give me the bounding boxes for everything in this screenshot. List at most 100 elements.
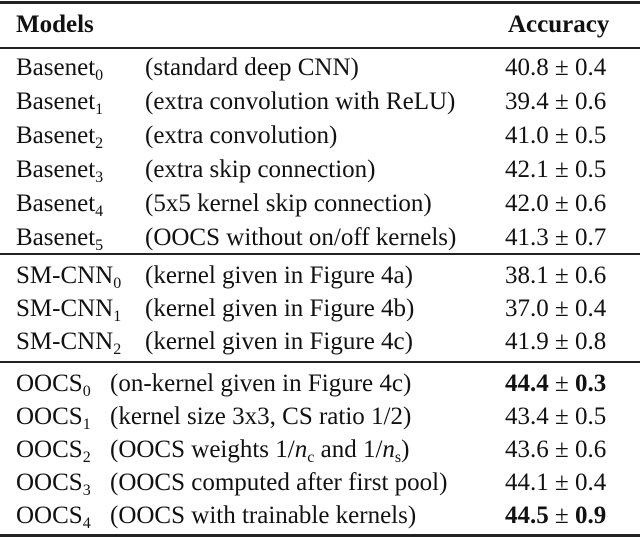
model-description: (extra convolution) xyxy=(145,122,338,149)
accuracy-value: 38.1 ± 0.6 xyxy=(505,260,606,292)
accuracy-std: 0.4 xyxy=(574,469,607,496)
model-subscript: 3 xyxy=(95,169,104,186)
header-row: Models Accuracy xyxy=(0,9,640,41)
model-name: OOCS0 xyxy=(16,370,91,400)
model-subscript: 2 xyxy=(95,135,104,152)
header-accuracy: Accuracy xyxy=(508,11,610,38)
plus-minus: ± xyxy=(548,370,575,397)
accuracy-mean: 44.4 xyxy=(505,370,549,397)
accuracy-mean: 43.4 xyxy=(505,403,549,430)
model-name: Basenet2 xyxy=(16,122,104,152)
model-name: Basenet5 xyxy=(16,224,104,254)
accuracy-std: 0.5 xyxy=(574,403,607,430)
table-row: SM-CNN0 (kernel given in Figure 4a) 38.1 ±… xyxy=(0,260,640,292)
plus-minus: ± xyxy=(548,328,575,355)
model-subscript: 1 xyxy=(82,416,91,433)
table-row: OOCS3 (OOCS computed after first pool) 44.… xyxy=(0,467,640,499)
accuracy-std: 0.6 xyxy=(574,190,607,217)
accuracy-value: 42.1 ± 0.5 xyxy=(505,154,606,186)
table-row: Basenet3 (extra skip connection) 42.1 ± 0.… xyxy=(0,154,640,186)
accuracy-mean: 44.5 xyxy=(505,502,549,529)
group-rule-1 xyxy=(0,253,640,255)
accuracy-value: 43.4 ± 0.5 xyxy=(505,401,606,433)
model-name: OOCS2 xyxy=(16,436,91,466)
model-name: SM-CNN1 xyxy=(16,295,122,325)
accuracy-value: 44.4 ± 0.3 xyxy=(505,368,606,400)
plus-minus: ± xyxy=(548,88,575,115)
accuracy-value: 39.4 ± 0.6 xyxy=(505,86,606,118)
model-description: (OOCS with trainable kernels) xyxy=(110,502,417,529)
accuracy-value: 44.5 ± 0.9 xyxy=(505,500,606,532)
table-row: Basenet1 (extra convolution with ReLU) 39.… xyxy=(0,86,640,118)
table-row: SM-CNN1 (kernel given in Figure 4b) 37.0 ±… xyxy=(0,293,640,325)
plus-minus: ± xyxy=(548,436,575,463)
model-subscript: 0 xyxy=(82,383,91,400)
plus-minus: ± xyxy=(548,403,575,430)
plus-minus: ± xyxy=(548,262,575,289)
model-description: (extra convolution with ReLU) xyxy=(145,88,456,115)
accuracy-std: 0.4 xyxy=(574,54,607,81)
model-name: Basenet0 xyxy=(16,54,104,84)
accuracy-std: 0.7 xyxy=(574,224,607,251)
plus-minus: ± xyxy=(548,295,575,322)
accuracy-std: 0.9 xyxy=(574,502,607,529)
accuracy-std: 0.8 xyxy=(574,328,607,355)
header-rule xyxy=(0,47,640,49)
model-name: Basenet3 xyxy=(16,156,104,186)
model-subscript: 4 xyxy=(95,203,104,220)
model-subscript: 1 xyxy=(95,101,104,118)
accuracy-value: 41.3 ± 0.7 xyxy=(505,222,606,254)
model-description: (kernel size 3x3, CS ratio 1/2) xyxy=(110,403,412,430)
math-n: n xyxy=(294,436,308,463)
table-row: Basenet5(OOCS without on/off kernels)41.… xyxy=(0,222,640,254)
accuracy-value: 41.0 ± 0.5 xyxy=(505,120,606,152)
model-name: SM-CNN0 xyxy=(16,262,122,292)
model-name: Basenet1 xyxy=(16,88,104,118)
model-name: OOCS3 xyxy=(16,469,91,499)
table-row: OOCS0(on-kernel given in Figure 4c)44.4 … xyxy=(0,368,640,400)
model-description: (5x5 kernel skip connection) xyxy=(145,190,432,217)
top-rule xyxy=(0,1,640,4)
accuracy-value: 37.0 ± 0.4 xyxy=(505,293,606,325)
model-subscript: 2 xyxy=(113,341,122,358)
accuracy-value: 41.9 ± 0.8 xyxy=(505,326,606,358)
plus-minus: ± xyxy=(548,122,575,149)
model-description: (extra skip connection) xyxy=(145,156,376,183)
math-n: n xyxy=(382,436,395,463)
accuracy-value: 42.0 ± 0.6 xyxy=(505,188,606,220)
model-description: (kernel given in Figure 4c) xyxy=(145,328,413,355)
math-subscript: c xyxy=(307,449,315,466)
table-row: Basenet4(5x5 kernel skip connection)42.0… xyxy=(0,188,640,220)
table-row: OOCS4 (OOCS with trainable kernels) 44.5 ±… xyxy=(0,500,640,532)
table-row: Basenet2 (extra convolution) 41.0 ± 0.5 xyxy=(0,120,640,152)
accuracy-mean: 39.4 xyxy=(505,88,549,115)
accuracy-mean: 40.8 xyxy=(505,54,549,81)
model-name: OOCS4 xyxy=(16,502,91,532)
table-row: OOCS1(kernel size 3x3, CS ratio 1/2)43.4… xyxy=(0,401,640,433)
model-name: SM-CNN2 xyxy=(16,328,122,358)
plus-minus: ± xyxy=(548,54,575,81)
model-description: (kernel given in Figure 4b) xyxy=(145,295,415,322)
plus-minus: ± xyxy=(548,469,575,496)
model-subscript: 0 xyxy=(113,275,122,292)
model-subscript: 5 xyxy=(95,237,104,254)
accuracy-mean: 37.0 xyxy=(505,295,549,322)
table-row: Basenet0 (standard deep CNN) 40.8 ± 0.4 xyxy=(0,52,640,84)
accuracy-mean: 44.1 xyxy=(505,469,549,496)
model-subscript: 1 xyxy=(113,308,122,325)
model-subscript: 2 xyxy=(82,449,91,466)
accuracy-mean: 43.6 xyxy=(505,436,549,463)
plus-minus: ± xyxy=(548,156,575,183)
model-description: (standard deep CNN) xyxy=(145,54,359,81)
accuracy-std: 0.5 xyxy=(574,156,607,183)
model-description: (kernel given in Figure 4a) xyxy=(145,262,413,289)
accuracy-std: 0.6 xyxy=(574,436,607,463)
accuracy-mean: 42.1 xyxy=(505,156,549,183)
accuracy-mean: 41.0 xyxy=(505,122,549,149)
accuracy-value: 40.8 ± 0.4 xyxy=(505,52,606,84)
accuracy-std: 0.6 xyxy=(574,262,607,289)
header-models: Models xyxy=(16,11,94,38)
model-description: (OOCS computed after first pool) xyxy=(110,469,448,496)
model-subscript: 4 xyxy=(82,515,91,532)
accuracy-std: 0.6 xyxy=(574,88,607,115)
